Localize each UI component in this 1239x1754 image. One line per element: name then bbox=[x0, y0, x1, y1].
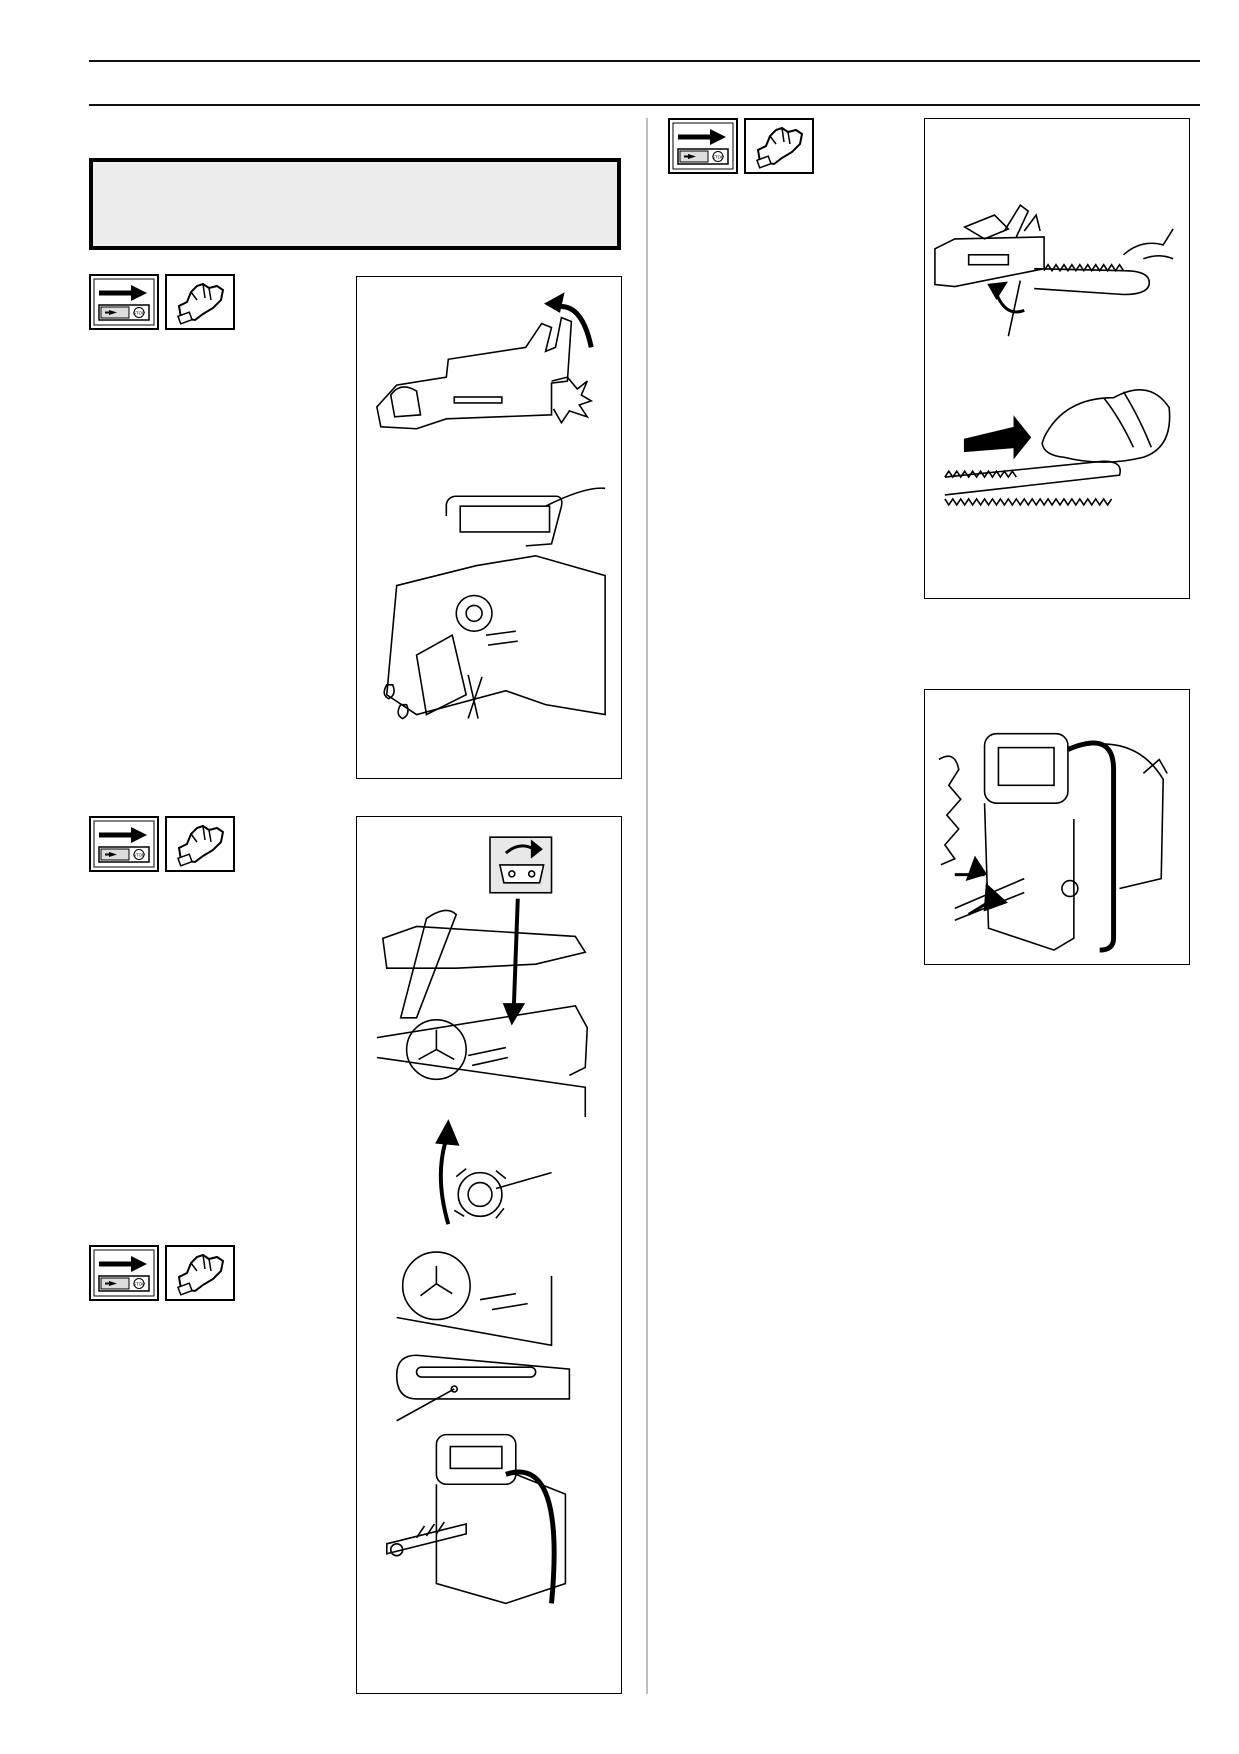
stop-engine-icon: STOP bbox=[668, 118, 738, 174]
stop-engine-icon: STOP bbox=[89, 1245, 159, 1301]
icon-pair-1: STOP bbox=[89, 274, 237, 330]
chain-tension-check-figure bbox=[924, 118, 1190, 599]
bar-and-chain-assembly-figure bbox=[356, 816, 622, 1694]
icon-pair-4: STOP bbox=[668, 118, 816, 174]
svg-text:STOP: STOP bbox=[712, 155, 724, 160]
protective-glove-icon bbox=[165, 1245, 235, 1301]
icon-pair-3: STOP bbox=[89, 1245, 237, 1301]
protective-glove-icon bbox=[165, 274, 235, 330]
stop-engine-icon: STOP bbox=[89, 274, 159, 330]
warning-box bbox=[89, 158, 621, 250]
chain-catcher-figure bbox=[924, 689, 1190, 965]
stop-engine-icon: STOP bbox=[89, 816, 159, 872]
chain-brake-clutch-cover-figure bbox=[356, 276, 622, 779]
icon-pair-2: STOP bbox=[89, 816, 237, 872]
protective-glove-icon bbox=[744, 118, 814, 174]
protective-glove-icon bbox=[165, 816, 235, 872]
svg-text:STOP: STOP bbox=[133, 1282, 145, 1287]
header-rule bbox=[89, 104, 1200, 106]
svg-text:STOP: STOP bbox=[133, 853, 145, 858]
column-divider bbox=[646, 118, 648, 1694]
svg-text:STOP: STOP bbox=[133, 311, 145, 316]
top-rule bbox=[89, 60, 1200, 62]
